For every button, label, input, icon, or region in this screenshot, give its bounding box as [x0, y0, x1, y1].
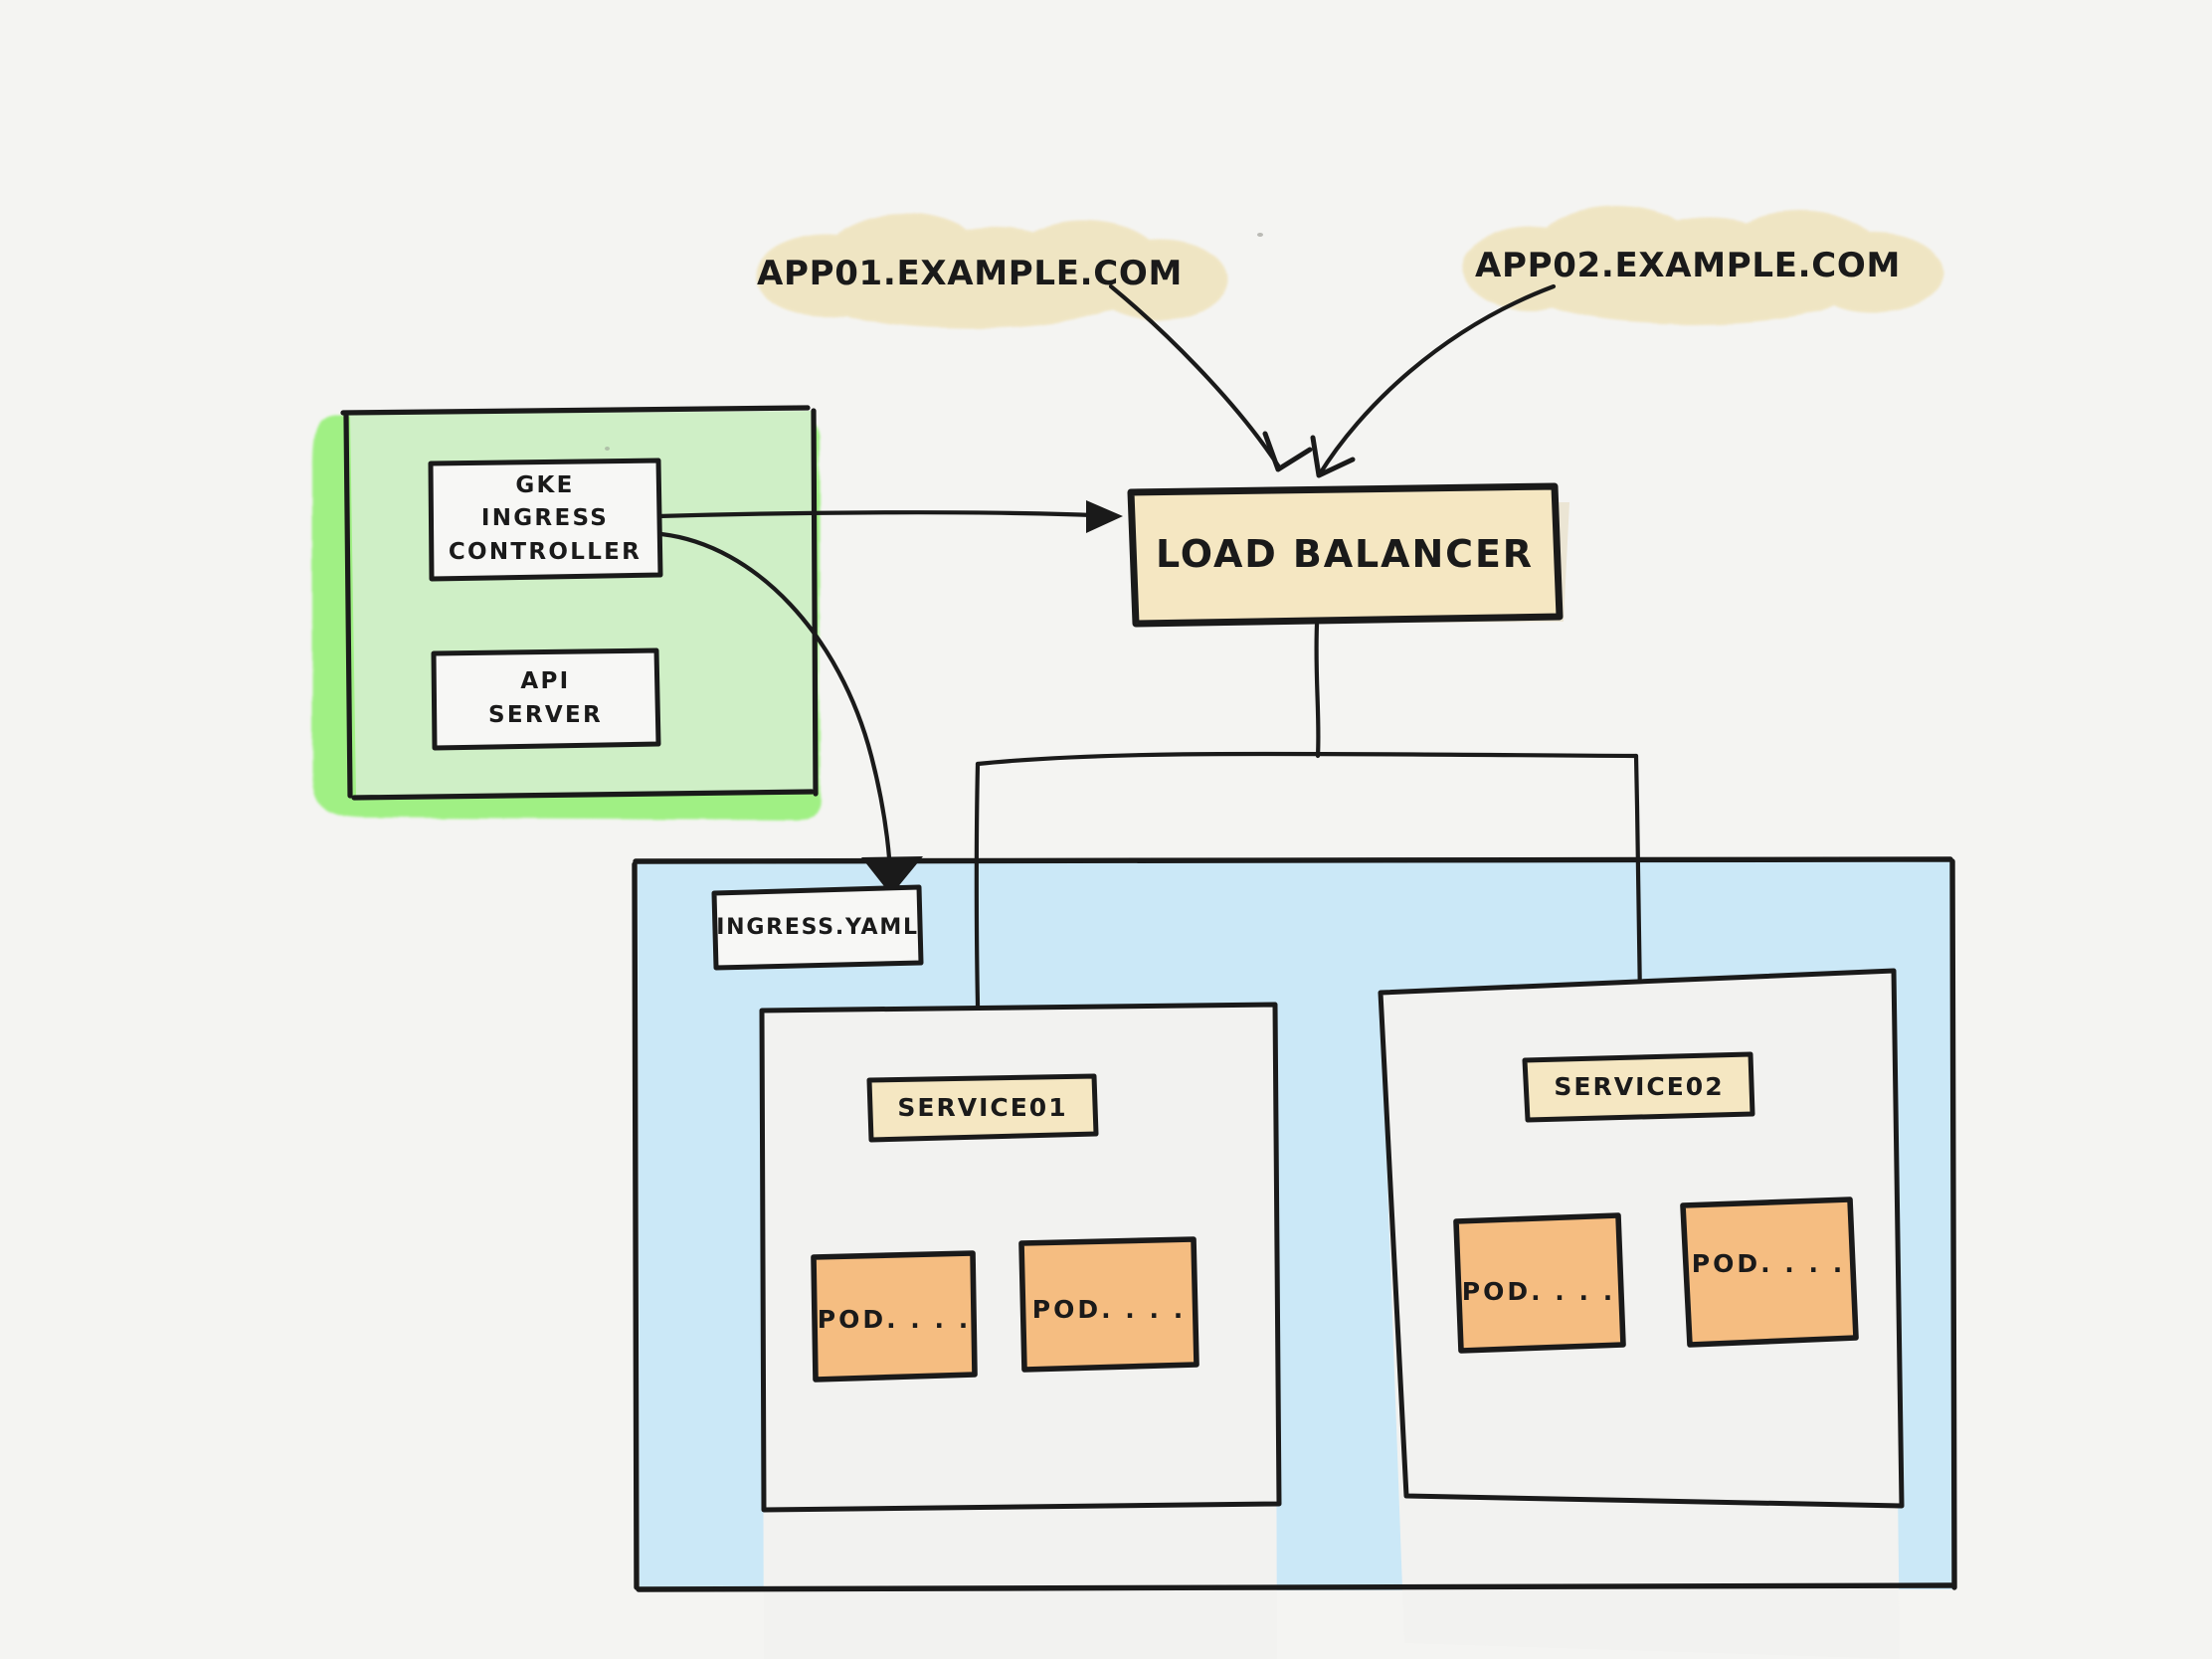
ink-speck-gke [605, 447, 610, 451]
service01-box[interactable] [866, 1073, 1099, 1143]
gke-ingress-controller-box[interactable] [428, 458, 663, 582]
api-server-box[interactable] [431, 647, 661, 751]
connector-app01-to-lb [1108, 283, 1313, 472]
service02-box[interactable] [1522, 1051, 1755, 1123]
gke-cluster-outline[interactable] [340, 405, 819, 801]
pod-02-a-box[interactable] [1453, 1212, 1626, 1354]
ink-speck-top [1257, 233, 1263, 237]
ingress-yaml-box[interactable] [711, 884, 924, 971]
app02-cloud-blob [1462, 206, 1943, 324]
pod-01-a-box[interactable] [811, 1250, 978, 1382]
connector-controller-to-yaml [658, 531, 923, 895]
connector-lb-to-app02 [1310, 283, 1557, 478]
cluster-panel-outline[interactable] [632, 856, 1957, 1592]
namespace-02-panel[interactable] [1378, 968, 1905, 1509]
load-balancer-box[interactable] [1127, 482, 1564, 628]
connector-controller-to-lb [655, 500, 1123, 533]
app01-cloud-blob [756, 213, 1228, 328]
pod-01-b-box[interactable] [1018, 1236, 1199, 1373]
connector-lb-to-bus [974, 622, 1643, 1008]
pod-02-b-box[interactable] [1680, 1197, 1859, 1348]
